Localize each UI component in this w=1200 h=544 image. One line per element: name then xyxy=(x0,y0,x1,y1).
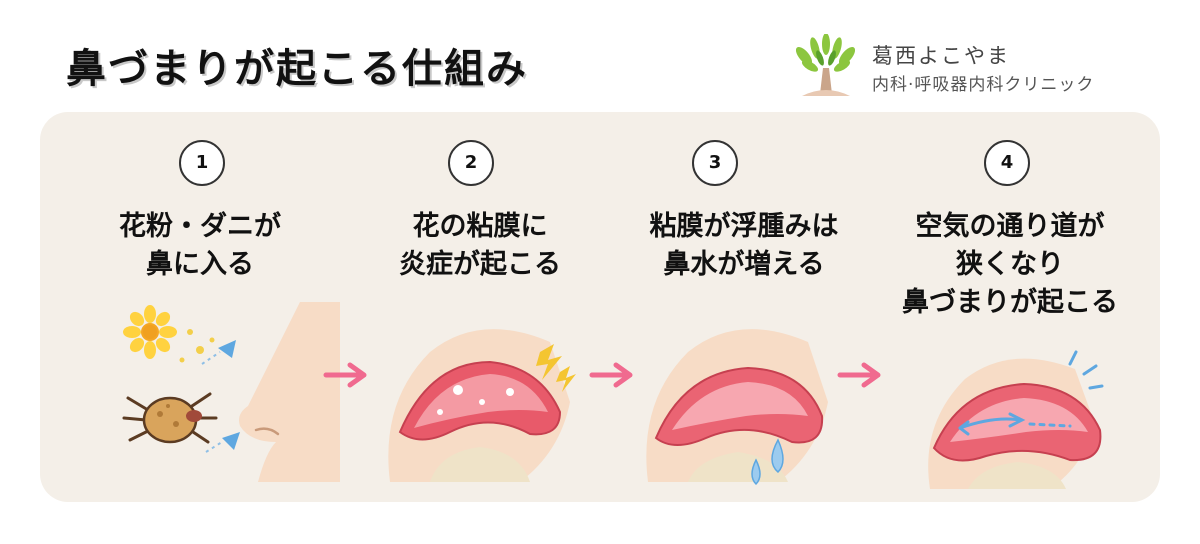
step-3: 3 粘膜が浮腫みは 鼻水が増える xyxy=(614,112,874,502)
narrowed-airway-illustration xyxy=(928,350,1104,489)
right-arrow-icon xyxy=(589,362,633,388)
caption-line: 花粉・ダニが xyxy=(119,211,281,242)
step-2: 2 花の粘膜に 炎症が起こる xyxy=(350,112,610,502)
arrow-icon xyxy=(218,340,240,450)
lightning-icon xyxy=(536,344,576,392)
caption-line: 粘膜が浮腫みは xyxy=(649,211,839,242)
airflow-arrow-icon xyxy=(958,412,1026,436)
caption-line: 空気の通り道が xyxy=(915,211,1105,242)
right-arrow-icon xyxy=(323,362,367,388)
step-number: 1 xyxy=(179,140,225,186)
swollen-mucosa-runny-nose-illustration xyxy=(646,329,828,486)
right-arrow-icon xyxy=(837,362,881,388)
caption-line: 鼻に入る xyxy=(146,249,254,280)
mite-icon xyxy=(122,392,218,444)
tree-logo-icon xyxy=(795,34,856,96)
clinic-subtitle: 内科·呼吸器内科クリニック xyxy=(872,75,1095,95)
page-title: 鼻づまりが起こる仕組み xyxy=(66,46,528,92)
step-caption: 花の粘膜に 炎症が起こる xyxy=(350,208,610,284)
caption-line: 花の粘膜に xyxy=(412,211,548,242)
caption-line: 鼻水が増える xyxy=(663,249,825,280)
caption-line: 狭くなり xyxy=(956,249,1064,280)
pollen-mite-nose-illustration xyxy=(122,302,340,482)
clinic-name: 葛西よこやま xyxy=(872,44,1010,68)
spark-lines-icon xyxy=(1068,350,1104,390)
water-drop-icon xyxy=(751,438,784,486)
step-1: 1 花粉・ダニが 鼻に入る xyxy=(70,112,340,502)
step-number: 4 xyxy=(984,140,1030,186)
inflamed-mucosa-illustration xyxy=(388,329,576,482)
steps-panel: 1 花粉・ダニが 鼻に入る xyxy=(40,112,1160,502)
pollen-flower-icon xyxy=(123,305,177,359)
step-caption: 空気の通り道が 狭くなり 鼻づまりが起こる xyxy=(880,208,1140,322)
step-number: 3 xyxy=(692,140,738,186)
step-caption: 花粉・ダニが 鼻に入る xyxy=(70,208,330,284)
caption-line: 鼻づまりが起こる xyxy=(902,287,1118,318)
step-caption: 粘膜が浮腫みは 鼻水が増える xyxy=(614,208,874,284)
step-4: 4 空気の通り道が 狭くなり 鼻づまりが起こる xyxy=(880,112,1140,502)
step-number: 2 xyxy=(448,140,494,186)
clinic-logo: 葛西よこやま 内科·呼吸器内科クリニック xyxy=(790,34,1170,98)
caption-line: 炎症が起こる xyxy=(399,249,561,280)
